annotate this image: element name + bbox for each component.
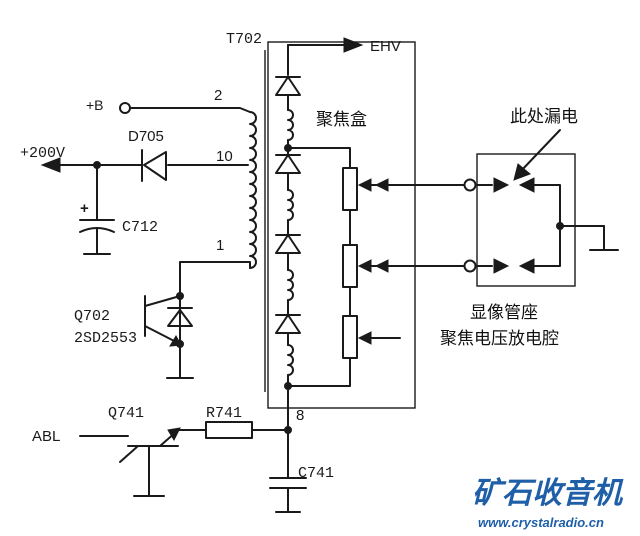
q702-transistor	[144, 292, 194, 379]
label-t702: T702	[226, 31, 262, 48]
leak-pointer-arrow	[513, 163, 531, 181]
label-pin2: 2	[214, 87, 222, 104]
transformer-primary	[249, 111, 257, 269]
crt-socket-box	[476, 153, 576, 287]
label-q741: Q741	[108, 405, 144, 422]
label-focus-chamber: 聚焦电压放电腔	[440, 329, 559, 349]
label-socket: 显像管座	[470, 303, 538, 323]
label-plus-b: +B	[86, 97, 104, 113]
label-leak-here: 此处漏电	[510, 107, 578, 127]
d705-diode	[141, 149, 167, 182]
hv-secondary-chain	[275, 37, 364, 456]
r741-resistor	[205, 421, 253, 439]
focus-box-outline	[267, 41, 416, 409]
c712-capacitor	[79, 164, 115, 255]
watermark-url: www.crystalradio.cn	[478, 515, 604, 530]
label-d705: D705	[128, 128, 164, 145]
label-c741: C741	[298, 465, 334, 482]
label-pin1: 1	[216, 237, 224, 254]
label-pin8: 8	[296, 407, 304, 424]
label-r741: R741	[206, 405, 242, 422]
watermark-brand: 矿石收音机	[472, 476, 624, 511]
label-c712: C712	[122, 219, 158, 236]
plus-b-terminal	[119, 102, 131, 114]
q741-transistor	[79, 427, 207, 497]
focus-terminal-2	[463, 259, 477, 273]
focus-divider	[287, 147, 401, 387]
plus200v-arrow	[40, 157, 61, 173]
label-q702-part: 2SD2553	[74, 330, 137, 347]
spark-gap-arrows	[475, 177, 619, 274]
label-pin10: 10	[216, 148, 233, 165]
c741-capacitor	[269, 429, 307, 513]
label-plus200v: +200V	[20, 145, 65, 162]
label-abl: ABL	[32, 428, 60, 445]
focus-terminal-1	[463, 178, 477, 192]
label-c712-plus: +	[80, 200, 89, 217]
label-focus-box: 聚焦盒	[316, 110, 367, 130]
label-q702: Q702	[74, 308, 110, 325]
label-ehv: EHV	[370, 38, 401, 55]
